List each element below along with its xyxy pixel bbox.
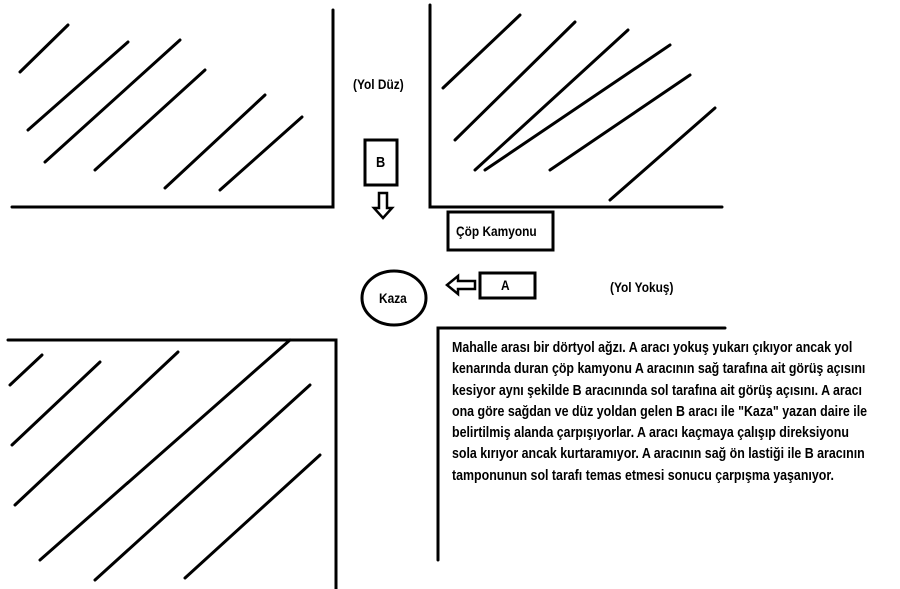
block-top-right xyxy=(428,3,724,209)
block-bottom-left xyxy=(6,338,338,589)
description-text: Mahalle arası bir dörtyol ağzı. A aracı … xyxy=(452,340,868,484)
road-flat-label: (Yol Düz) xyxy=(353,76,404,92)
vehicle-b-label: B xyxy=(376,154,386,171)
garbage-truck-label: Çöp Kamyonu xyxy=(456,223,537,239)
block-top-left xyxy=(10,8,335,209)
arrow-down-icon xyxy=(371,191,395,220)
vehicle-a-label: A xyxy=(501,277,510,293)
road-uphill-label: (Yol Yokuş) xyxy=(610,279,674,295)
vehicle-b-box xyxy=(363,138,399,187)
block-bottom-right xyxy=(436,326,727,562)
garbage-truck-box xyxy=(446,210,555,252)
accident-ellipse xyxy=(360,269,428,327)
vehicle-a-box xyxy=(478,271,537,300)
arrow-left-icon xyxy=(445,273,477,297)
accident-label: Kaza xyxy=(379,290,407,306)
